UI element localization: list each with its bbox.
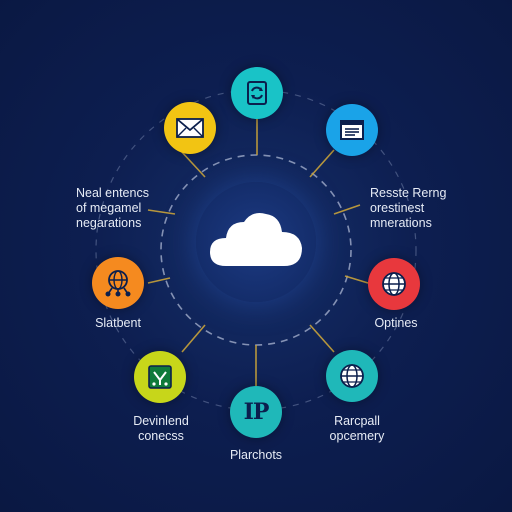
label-bottom-center-line-1: Plarchots (229, 448, 283, 462)
node-bottom[interactable]: IP (230, 386, 282, 438)
label-bottom-left-line-2: conecss (138, 429, 184, 443)
network-globe-icon (105, 270, 131, 297)
label-mid-left: Slatbent (78, 316, 158, 331)
label-upper-right-line-2: orestinest (370, 201, 425, 215)
globe-icon (382, 272, 406, 296)
ip-text-icon: IP (243, 399, 270, 425)
sync-document-icon (247, 81, 267, 105)
label-mid-left-line-1: Slatbent (95, 316, 141, 330)
label-mid-right: Optines (356, 316, 436, 331)
connector-mid-left (147, 277, 171, 284)
node-bottom-right[interactable] (326, 350, 378, 402)
label-upper-right-line-3: mnerations (370, 216, 432, 230)
mail-envelope-icon (176, 118, 204, 138)
label-upper-left-line-2: of megamel (76, 201, 142, 215)
connector-mid-right (344, 275, 369, 284)
globe-icon (340, 364, 364, 388)
node-top[interactable] (231, 67, 283, 119)
connector-top-right (309, 149, 335, 178)
label-mid-right-line-1: Optines (374, 316, 418, 330)
label-upper-left-line-1: Neal entencs (76, 186, 149, 200)
server-box-icon (148, 365, 172, 389)
label-bottom-right-line-2: opcemery (329, 429, 385, 443)
label-upper-right-line-1: Resste Rerng (370, 186, 447, 200)
label-upper-left: Neal entencs of megamel negarations (76, 186, 149, 231)
label-bottom-left-line-1: Devinlend (133, 414, 189, 428)
node-top-left[interactable] (164, 102, 216, 154)
label-bottom-center: Plarchots (211, 448, 301, 463)
node-mid-right[interactable] (368, 258, 420, 310)
connector-label-left (147, 209, 176, 215)
label-upper-left-line-3: negarations (76, 216, 142, 230)
cloud-hub (196, 182, 316, 302)
label-bottom-right-line-1: Rarcpall (334, 414, 380, 428)
connector-label-right (333, 204, 361, 215)
connector-bottom-right (309, 324, 335, 353)
cloud-icon (210, 213, 302, 266)
node-mid-left[interactable] (92, 257, 144, 309)
browser-window-icon (340, 120, 364, 140)
connector-top-left (179, 149, 206, 178)
node-top-right[interactable] (326, 104, 378, 156)
connector-bottom-left (181, 324, 206, 353)
node-bottom-left[interactable] (134, 351, 186, 403)
label-bottom-right: Rarcpall opcemery (312, 414, 402, 444)
label-bottom-left: Devinlend conecss (116, 414, 206, 444)
label-upper-right: Resste Rerng orestinest mnerations (370, 186, 446, 231)
